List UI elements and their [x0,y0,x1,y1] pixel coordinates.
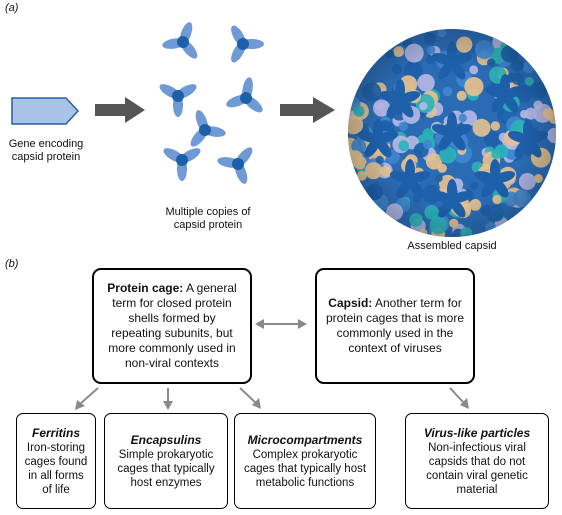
gene-caption: Gene encoding capsid protein [0,138,92,164]
ferritins-box: Ferritins Iron-storing cages found in al… [16,413,96,509]
gene-caption-line2: capsid protein [11,151,81,163]
arrow-to-ferritins [75,387,99,410]
protein-cage-box: Protein cage: A general term for closed … [92,268,252,384]
protein-copy-icon [162,22,198,59]
panel-a-label: (a) [5,2,19,14]
microcompartments-box: Microcompartments Complex prokaryotic ca… [234,413,376,509]
protein-copy-icon [217,147,253,184]
protein-copy-icon [159,84,197,117]
vlps-title: Virus-like particles [423,425,531,440]
encapsulins-box: Encapsulins Simple prokaryotic cages tha… [104,413,228,509]
arrow-to-encapsulins [163,388,173,410]
protein-copy-icon [226,77,263,113]
capsid-text: Another term for protein cages that is m… [325,296,465,355]
capsid-box: Capsid: Another term for protein cages t… [315,268,475,384]
double-arrow [255,319,307,329]
encapsulins-text: Simple prokaryotic cages that typically … [117,448,215,489]
gene-shape [11,97,80,125]
panel-b-label: (b) [5,258,19,270]
arrow-to-microcompartments [239,387,261,409]
ferritins-title: Ferritins [31,425,80,440]
copies-caption-line1: Multiple copies of [165,206,251,218]
gene-caption-line1: Gene encoding [8,138,84,150]
assembled-caption: Assembled capsid [407,240,497,252]
copies-caption: Multiple copies of capsid protein [148,206,268,232]
vlps-box: Virus-like particles Non-infectious vira… [405,413,549,509]
protein-copy-icon [231,25,264,63]
encapsulins-title: Encapsulins [130,432,202,447]
arrow-to-vlps [449,387,469,409]
protein-cage-text: A general term for closed protein shells… [108,281,237,370]
capsid-title: Capsid: [328,296,373,310]
protein-cage-title: Protein cage: [107,281,184,295]
protein-copies [159,22,264,184]
assembled-capsid-image [348,29,556,237]
microcompartments-title: Microcompartments [247,432,363,447]
copies-caption-line2: capsid protein [173,219,243,231]
microcompartments-text: Complex prokaryotic cages that typically… [243,448,367,489]
protein-copy-icon [163,148,201,181]
vlps-text: Non-infectious viral capsids that do not… [426,441,528,496]
process-arrow-2 [280,97,335,123]
process-arrow-1 [95,97,145,123]
ferritins-text: Iron-storing cages found in all forms of… [24,441,88,496]
protein-copy-icon [190,110,226,147]
